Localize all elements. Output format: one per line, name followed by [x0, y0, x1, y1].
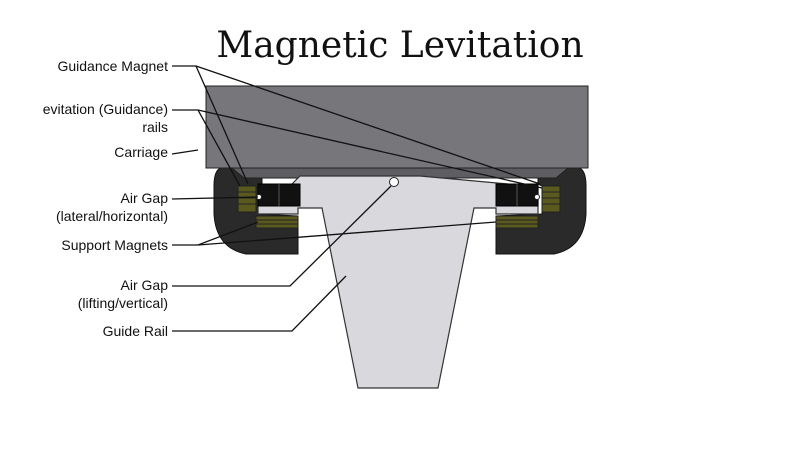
air-gap-lifting-marker	[389, 177, 399, 187]
label-guidance-magnet: Guidance Magnet	[57, 58, 168, 74]
label-air-gap-lifting-1: Air Gap	[121, 277, 169, 293]
label-air-gap-lateral-1: Air Gap	[121, 190, 169, 206]
left-lateral-coil	[237, 185, 257, 213]
label-air-gap-lateral-2: (lateral/horizontal)	[56, 208, 168, 224]
diagram-title: Magnetic Levitation	[216, 25, 583, 66]
air-gap-lateral-marker-right	[534, 194, 540, 200]
right-housing	[495, 167, 587, 255]
right-lateral-coil	[541, 185, 561, 213]
leader-lines	[171, 65, 543, 332]
label-support-magnets: Support Magnets	[61, 237, 168, 253]
right-support-magnets	[495, 215, 539, 229]
label-guide-rail: Guide Rail	[103, 323, 168, 339]
left-support-magnets	[255, 215, 299, 229]
label-carriage: Carriage	[114, 144, 168, 160]
label-air-gap-lifting-2: (lifting/vertical)	[78, 295, 168, 311]
guide-rail	[257, 175, 539, 389]
label-levitation-rails-2: rails	[142, 119, 168, 135]
carriage	[205, 85, 589, 169]
label-levitation-rails-1: evitation (Guidance)	[43, 101, 168, 117]
